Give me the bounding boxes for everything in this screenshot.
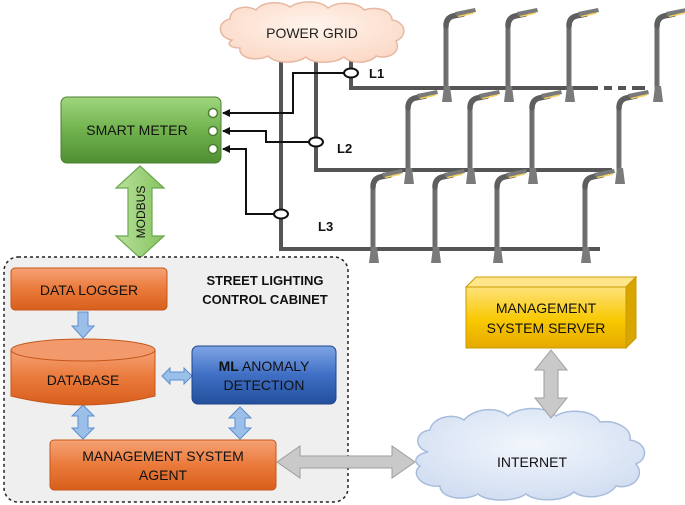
street-lamp-icon — [615, 90, 649, 184]
management-system-agent: MANAGEMENT SYSTEM AGENT — [49, 439, 277, 491]
smart-meter: SMART METER — [60, 96, 222, 164]
current-sensor-l2-icon — [308, 136, 324, 148]
meter-port-icon — [207, 107, 219, 119]
agent-label-line-2: AGENT — [139, 467, 188, 483]
ml-prefix: ML — [219, 358, 240, 374]
power-grid-cloud: POWER GRID — [219, 1, 405, 63]
power-grid-label: POWER GRID — [266, 25, 358, 41]
ml-anomaly-detection: ML ANOMALY DETECTION — [191, 345, 337, 405]
smart-meter-label: SMART METER — [86, 122, 187, 138]
internet-cloud: INTERNET — [415, 407, 646, 501]
arrow-ml-agent — [227, 406, 253, 440]
server-label-line-2: SYSTEM SERVER — [487, 320, 606, 336]
internet-label: INTERNET — [497, 454, 567, 470]
line-label-l3: L3 — [318, 219, 333, 234]
line-label-l2: L2 — [337, 141, 352, 156]
sensor-connections — [222, 67, 359, 220]
current-sensor-l3-icon — [273, 208, 289, 220]
street-lamp-icon — [653, 8, 685, 102]
agent-label-line-1: MANAGEMENT SYSTEM — [82, 448, 244, 464]
modbus-link: MODBUS — [114, 165, 166, 259]
feeder-line-l3 — [279, 56, 600, 251]
internet-server-link — [533, 349, 569, 419]
data-logger-label: DATA LOGGER — [40, 282, 138, 298]
server-label-line-1: MANAGEMENT — [496, 300, 597, 316]
database-label: DATABASE — [47, 372, 120, 388]
meter-port-icon — [207, 143, 219, 155]
cabinet-title-line-1: STREET LIGHTING — [207, 273, 324, 288]
management-system-server: MANAGEMENT SYSTEM SERVER — [464, 275, 638, 350]
database: DATABASE — [10, 338, 156, 406]
arrow-logger-to-database — [70, 311, 96, 339]
modbus-label: MODBUS — [134, 186, 148, 239]
feeder-line-l2 — [314, 56, 612, 172]
grid-wire-dashes — [514, 86, 645, 251]
cabinet-arrows — [70, 311, 253, 440]
ml-label-line-1: ML ANOMALY — [219, 358, 310, 374]
line-label-l1: L1 — [369, 66, 384, 81]
current-sensor-l1-icon — [343, 67, 359, 79]
agent-internet-link — [276, 445, 416, 479]
ml-label-line-2: DETECTION — [224, 377, 305, 393]
meter-port-icon — [207, 125, 219, 137]
arrow-database-agent — [70, 404, 96, 440]
data-logger: DATA LOGGER — [10, 267, 168, 311]
cabinet-title-line-2: CONTROL CABINET — [202, 292, 327, 307]
ml-line-1-rest: ANOMALY — [239, 358, 310, 374]
feeder-line-l1 — [349, 56, 590, 90]
